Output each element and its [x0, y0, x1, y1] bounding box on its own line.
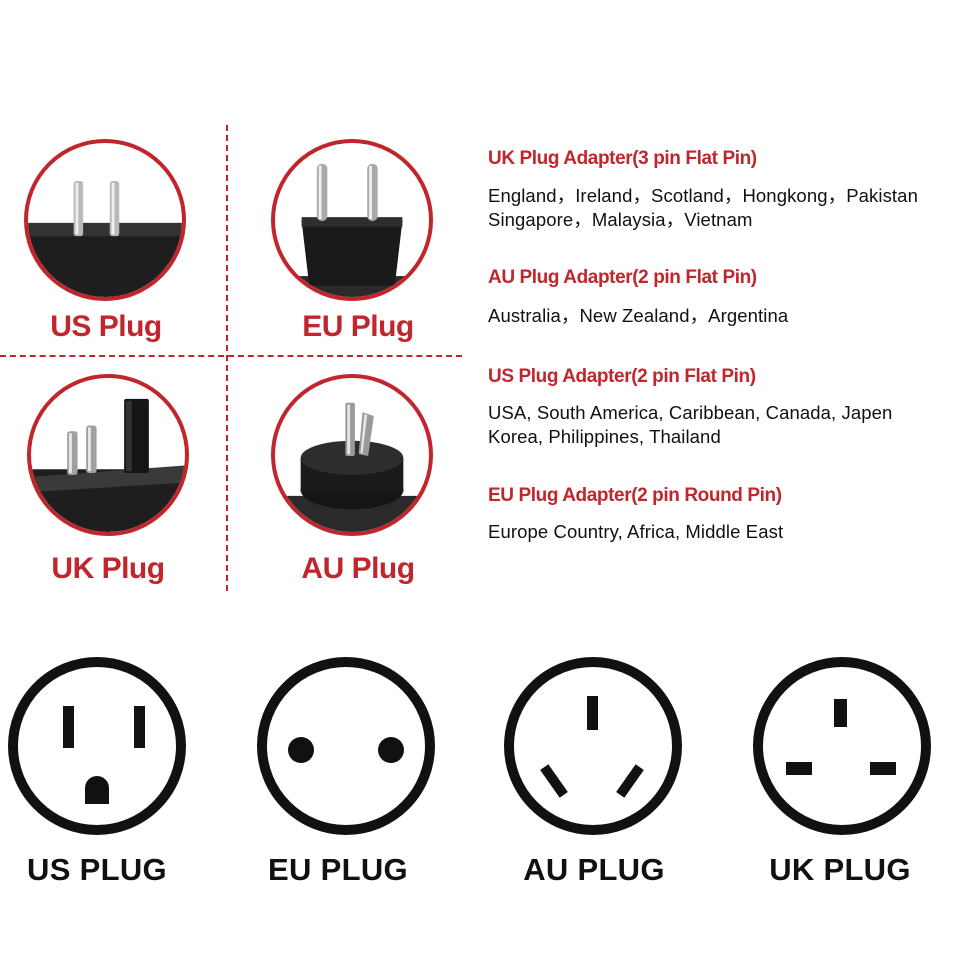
au-socket-icon: [503, 656, 683, 836]
us-plug-icon: [28, 181, 182, 297]
us-plug-photo: [24, 139, 186, 301]
adapter-countries-au-1: Australia，New Zealand，Argentina: [488, 305, 789, 326]
adapter-countries-eu-1: Europe Country, Africa, Middle East: [488, 521, 784, 542]
adapter-title-us: US Plug Adapter(2 pin Flat Pin): [488, 366, 756, 387]
eu-plug-photo: [271, 139, 433, 301]
uk-plug-icon: [31, 398, 185, 532]
us-socket-label: US PLUG: [27, 852, 167, 887]
uk-socket-icon: [752, 656, 932, 836]
adapter-countries-uk-2: Singapore，Malaysia，Vietnam: [488, 209, 753, 230]
vertical-divider: [226, 125, 228, 591]
au-plug-label: AU Plug: [301, 552, 415, 585]
uk-plug-photo: [27, 374, 189, 536]
adapter-title-eu: EU Plug Adapter(2 pin Round Pin): [488, 485, 782, 506]
au-plug-icon: [275, 402, 429, 532]
eu-socket-label: EU PLUG: [268, 852, 408, 887]
adapter-title-uk: UK Plug Adapter(3 pin Flat Pin): [488, 148, 757, 169]
eu-plug-icon: [275, 163, 429, 297]
us-socket-icon: [7, 656, 187, 836]
adapter-countries-us-2: Korea, Philippines, Thailand: [488, 426, 721, 447]
eu-plug-label: EU Plug: [302, 310, 414, 343]
eu-socket-icon: [256, 656, 436, 836]
adapter-countries-uk-1: England，Ireland，Scotland，Hongkong，Pakist…: [488, 185, 918, 206]
adapter-title-au: AU Plug Adapter(2 pin Flat Pin): [488, 267, 757, 288]
au-plug-photo: [271, 374, 433, 536]
uk-socket-label: UK PLUG: [769, 852, 911, 887]
horizontal-divider: [0, 355, 462, 357]
uk-plug-label: UK Plug: [51, 552, 165, 585]
au-socket-label: AU PLUG: [523, 852, 665, 887]
adapter-countries-us-1: USA, South America, Caribbean, Canada, J…: [488, 402, 893, 423]
us-plug-label: US Plug: [50, 310, 162, 343]
